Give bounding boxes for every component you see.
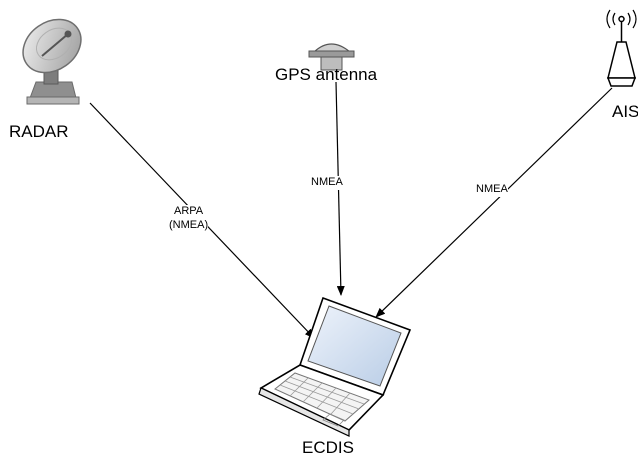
radar-dish-icon [22, 18, 82, 105]
edge-label-gps-ecdis: NMEA [311, 176, 343, 190]
radar-label: RADAR [9, 122, 69, 141]
gps-antenna-icon [308, 43, 355, 71]
ais-label: AIS [612, 102, 638, 121]
edge-label-ais-ecdis: NMEA [476, 183, 508, 197]
edge-label-radar-ecdis: ARPA (NMEA) [169, 205, 209, 233]
ecdis-label: ECDIS [302, 438, 354, 457]
gps-antenna-label: GPS antenna [275, 65, 378, 84]
edge-label-nmea-radar: (NMEA) [169, 218, 209, 231]
laptop-icon [258, 296, 412, 437]
edge-ais-ecdis [375, 87, 613, 318]
ais-antenna-icon [606, 9, 637, 87]
edge-label-arpa: ARPA [173, 205, 204, 217]
